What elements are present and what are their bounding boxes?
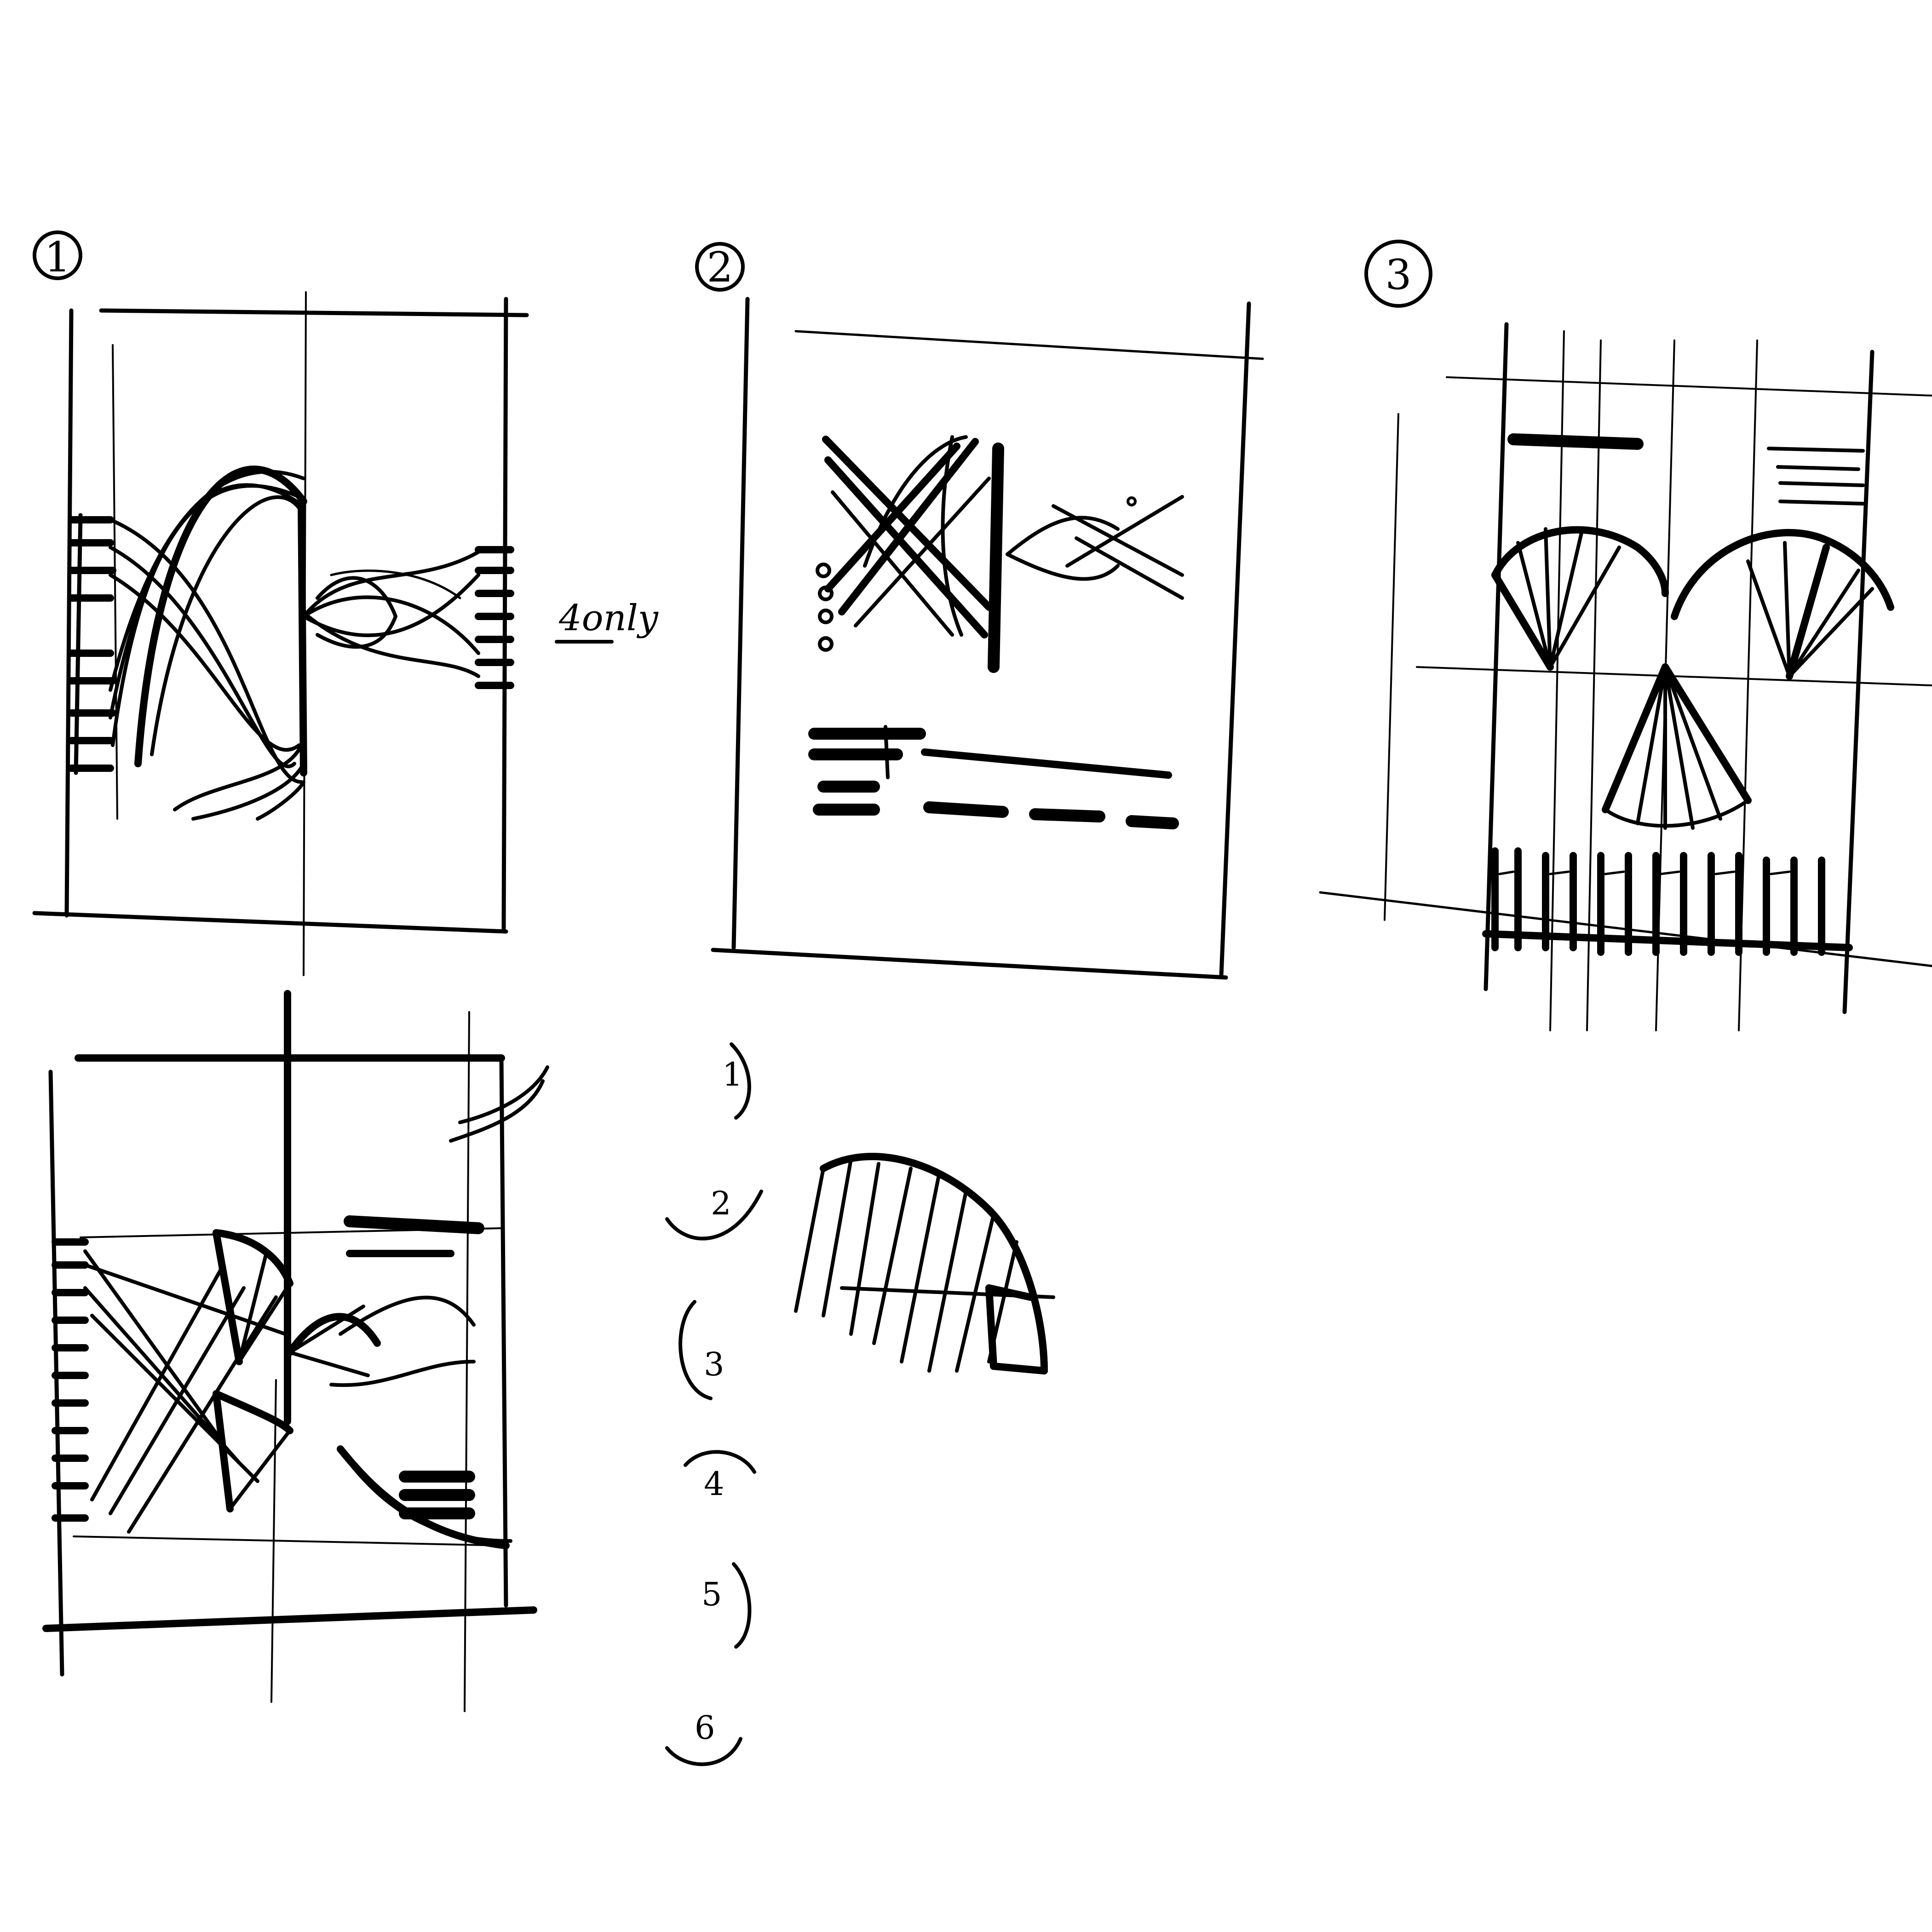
numbered-list: 1 2 3 4 5 6 — [665, 1042, 763, 1766]
list-item: 4 — [684, 1450, 756, 1503]
sketch-1-right-curves — [302, 550, 480, 678]
svg-text:2: 2 — [711, 1184, 731, 1222]
sketch-1-number-circle — [33, 230, 82, 280]
list-item: 3 — [678, 1300, 724, 1400]
svg-text:6: 6 — [695, 1709, 715, 1747]
sketch-2-bars — [808, 725, 1179, 829]
sketch-4-fans — [213, 1065, 549, 1512]
sketch-3-center-fan — [1602, 663, 1752, 830]
sketch-3-left-fan — [1491, 526, 1669, 671]
sketch-2-number-circle — [695, 242, 745, 292]
list-item: 6 — [665, 1709, 742, 1766]
sketch-3: 3 — [1319, 240, 1932, 1031]
sketch-3-header-bars — [1507, 433, 1865, 506]
sketch-2: 2 — [695, 242, 1264, 980]
sketch-2-cross-hatch — [816, 435, 1004, 673]
sketch-4 — [42, 990, 549, 1712]
svg-text:4: 4 — [704, 1465, 724, 1503]
sketch-3-number: 3 — [1385, 251, 1411, 299]
sketch-1-left-ticks — [68, 513, 116, 775]
sketch-4-left-ticks — [52, 1238, 89, 1522]
sketch-2-number: 2 — [707, 243, 733, 292]
sketch-4-crossing-lines — [83, 1249, 287, 1534]
svg-text:5: 5 — [702, 1576, 722, 1613]
sketch-3-right-fan — [1671, 529, 1894, 680]
sketch-1: 1 — [32, 230, 659, 976]
list-item: 5 — [702, 1562, 752, 1649]
sketch-2-frame — [711, 297, 1264, 980]
sketch-1-frame — [32, 291, 529, 976]
sketch-1-crossing-curves — [109, 466, 307, 821]
sketch-1-number: 1 — [44, 233, 70, 282]
sketch-2-right-curves — [1006, 495, 1184, 600]
svg-text:4only: 4only — [558, 598, 659, 639]
list-item: 1 — [722, 1042, 751, 1120]
svg-text:1: 1 — [722, 1056, 743, 1093]
sketch-4-bars — [337, 1215, 512, 1549]
svg-text:3: 3 — [704, 1346, 724, 1383]
sketch-3-bottom-ticks — [1482, 847, 1853, 956]
quarter-fan-sketch — [794, 1153, 1055, 1374]
sketch-1-right-ticks — [475, 546, 514, 689]
sketch-3-number-circle — [1364, 240, 1432, 308]
sketch-1-note: 4only — [555, 598, 659, 644]
list-item: 2 — [665, 1184, 763, 1241]
